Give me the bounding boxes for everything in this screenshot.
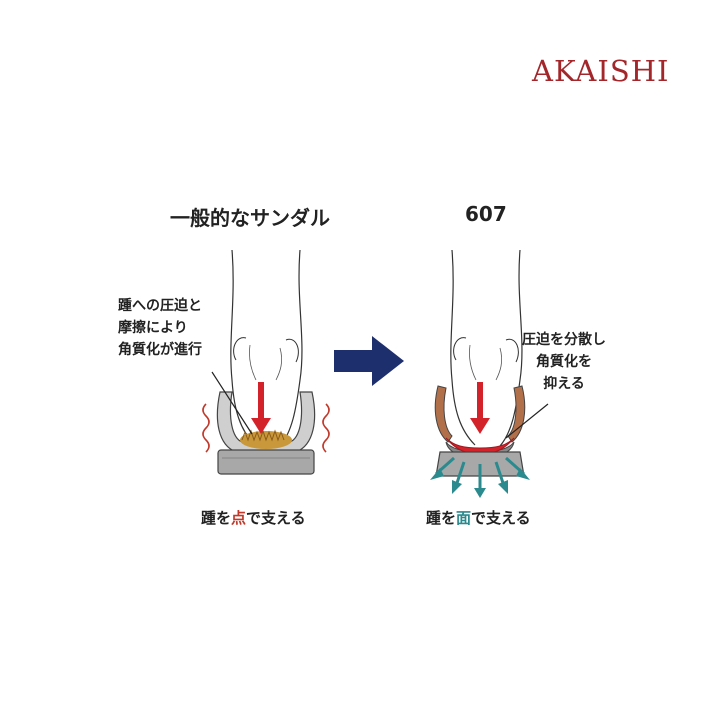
down-arrow-icon — [251, 382, 271, 434]
friction-left-icon — [202, 403, 210, 453]
right-note-line: 抑える — [543, 376, 585, 392]
left-caption: 踵を点で支える — [201, 507, 306, 528]
right-caption: 踵を面で支える — [426, 507, 531, 528]
right-caption-highlight: 面 — [456, 509, 472, 527]
left-caption-pre: 踵を — [201, 509, 232, 527]
left-foot-illustration — [202, 249, 330, 475]
callus-patch — [240, 429, 292, 449]
down-arrow-icon — [470, 382, 490, 434]
right-note: 圧迫を分散し 角質化を 抑える — [522, 329, 606, 395]
right-caption-post: で支える — [471, 509, 531, 527]
left-caption-post: で支える — [246, 509, 306, 527]
right-note-line: 角質化を — [536, 354, 592, 370]
left-note-line: 摩擦により — [118, 320, 188, 336]
right-note-line: 圧迫を分散し — [522, 332, 606, 348]
left-caption-highlight: 点 — [231, 509, 247, 527]
brand-logo: AKAISHI — [532, 54, 670, 88]
left-note: 踵への圧迫と 摩擦により 角質化が進行 — [118, 295, 202, 361]
right-caption-pre: 踵を — [426, 509, 457, 527]
spread-arrows-icon — [430, 456, 530, 498]
right-foot-illustration — [430, 249, 549, 498]
left-note-line: 踵への圧迫と — [118, 298, 202, 314]
right-arrow-icon — [334, 336, 404, 386]
left-title: 一般的なサンダル — [170, 206, 330, 230]
friction-right-icon — [322, 403, 330, 453]
left-note-line: 角質化が進行 — [118, 342, 202, 358]
right-title: 607 — [465, 202, 507, 226]
